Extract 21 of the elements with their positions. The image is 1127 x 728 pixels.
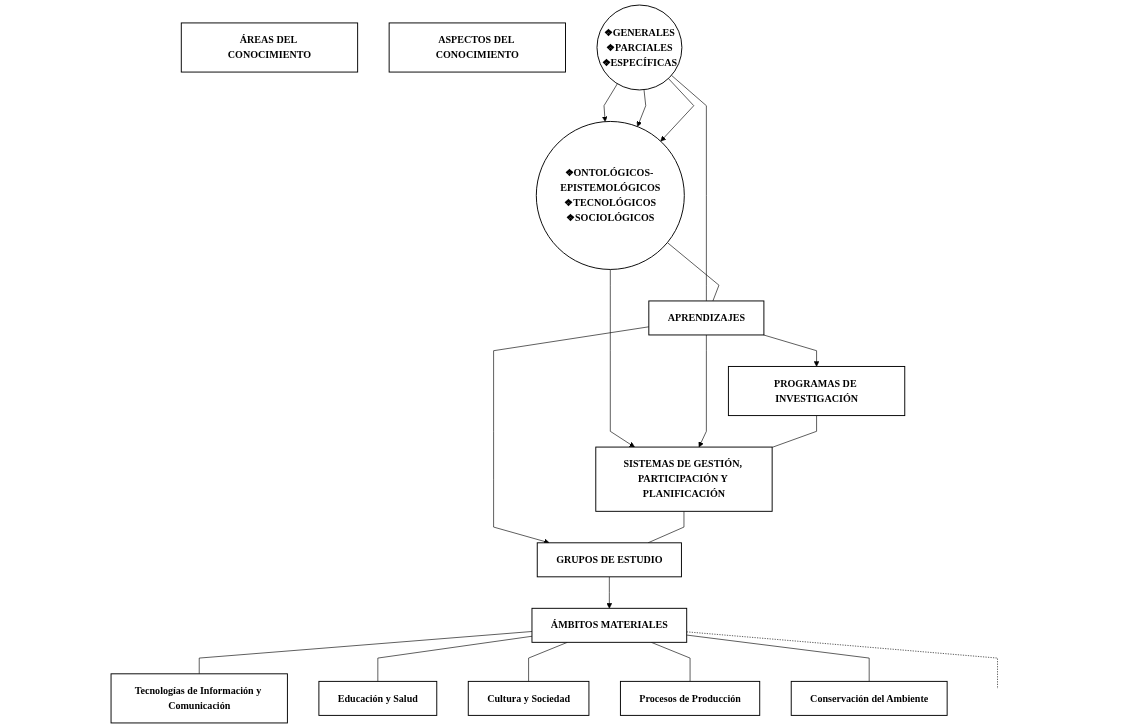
connector	[686, 634, 870, 682]
node-box: ASPECTOS DEL CONOCIMIENTO	[388, 22, 566, 73]
connector	[670, 75, 707, 302]
node-box: GRUPOS DE ESTUDIO	[536, 542, 682, 578]
node-box: ÁMBITOS MATERIALES	[531, 607, 687, 643]
node-box: Tecnologías de Información y Comunicación	[110, 673, 288, 724]
connector	[771, 415, 817, 448]
node-box: Educación y Salud	[318, 680, 437, 716]
node-circle: ❖ONTOLÓGICOS- EPISTEMOLÓGICOS ❖TECNOLÓGICOS ❖SOCIOLÓGICOS	[535, 120, 685, 270]
node-box: Procesos de Producción	[619, 680, 760, 716]
connector	[686, 631, 998, 690]
node-circle: ❖GENERALES ❖PARCIALES ❖ESPECÍFICAS	[596, 4, 683, 91]
node-box: ÁREAS DEL CONOCIMIENTO	[180, 22, 358, 73]
connector	[377, 635, 533, 682]
node-box: APRENDIZAJES	[648, 300, 765, 336]
connector	[198, 631, 533, 675]
node-box: Conservación del Ambiente	[790, 680, 948, 716]
connector	[666, 242, 720, 302]
node-box: Cultura y Sociedad	[467, 680, 590, 716]
node-box: SISTEMAS DE GESTIÓN, PARTICIPACIÓN Y PLANIFICACIÓN	[595, 446, 773, 512]
node-box: PROGRAMAS DE INVESTIGACIÓN	[727, 365, 905, 417]
